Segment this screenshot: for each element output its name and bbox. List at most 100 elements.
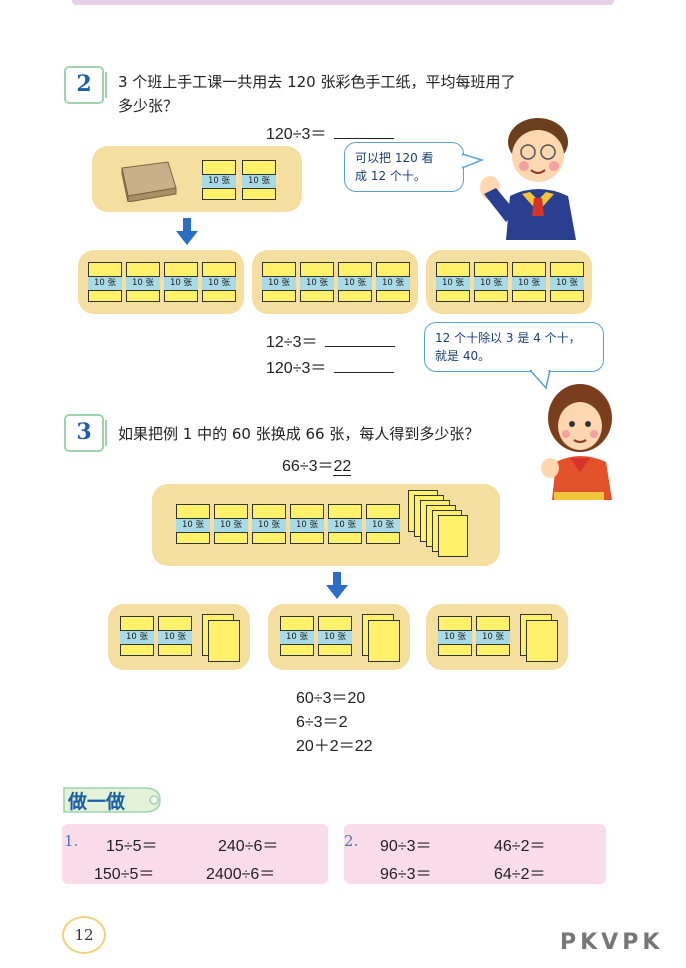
down-arrow-icon <box>176 218 198 245</box>
card-label: 10 张 <box>262 276 296 291</box>
loose-sheet <box>438 515 468 557</box>
ten-card: 10 张 <box>202 160 236 200</box>
card-label: 10 张 <box>164 276 198 291</box>
example-3-badge: 3 <box>64 414 107 452</box>
share-panel-2: 10 张 10 张 <box>268 604 410 670</box>
example-3-question: 如果把例 1 中的 60 张换成 66 张，每人得到多少张？ <box>118 425 480 443</box>
group-number: 1. <box>64 832 79 850</box>
practice-equation: 90÷3＝ <box>380 838 432 855</box>
practice-equation: 96÷3＝ <box>380 866 432 883</box>
card-label: 10 张 <box>280 630 314 645</box>
card-label: 10 张 <box>376 276 410 291</box>
ten-card: 10 张 <box>376 262 410 302</box>
calc-line-2: 6÷3＝2 <box>296 714 348 731</box>
group-panel-1: 10 张 10 张 10 张 10 张 <box>78 250 244 314</box>
card-label: 10 张 <box>476 630 510 645</box>
example-2-question-line1: 3 个班上手工课一共用去 120 张彩色手工纸，平均每班用了 <box>118 73 516 91</box>
card-label: 10 张 <box>550 276 584 291</box>
ten-card: 10 张 <box>290 504 324 544</box>
bubble-tail <box>528 370 551 390</box>
equation-answer: 22 <box>333 458 352 476</box>
card-label: 10 张 <box>126 276 160 291</box>
answer-blank <box>334 360 395 373</box>
ten-card: 10 张 <box>476 616 510 656</box>
watermark: PKVPK <box>560 930 664 955</box>
card-label: 10 张 <box>318 630 352 645</box>
ten-card: 10 张 <box>438 616 472 656</box>
paper-pack-icon <box>121 161 177 202</box>
card-label: 10 张 <box>88 276 122 291</box>
card-label: 10 张 <box>120 630 154 645</box>
practice-group-1: 1. 15÷5＝ 240÷6＝ 150÷5＝ 2400÷6＝ <box>62 824 328 884</box>
practice-group-2: 2. 90÷3＝ 46÷2＝ 96÷3＝ 64÷2＝ <box>344 824 606 884</box>
speech-bubble-boy: 可以把 120 看 成 12 个十。 <box>344 142 464 192</box>
bubble-line: 12 个十除以 3 是 4 个十， <box>435 331 581 345</box>
card-label: 10 张 <box>242 174 276 189</box>
card-label: 10 张 <box>214 518 248 533</box>
equation-text: 12÷3＝ <box>266 334 318 351</box>
ten-card: 10 张 <box>126 262 160 302</box>
group-number: 2. <box>344 832 359 850</box>
sixty-six-panel: 10 张 10 张 10 张 10 张 10 张 10 张 <box>152 484 500 566</box>
bubble-line: 可以把 120 看 <box>355 151 434 165</box>
bubble-tail <box>462 153 484 169</box>
card-label: 10 张 <box>202 174 236 189</box>
card-label: 10 张 <box>328 518 362 533</box>
ten-card: 10 张 <box>280 616 314 656</box>
speech-bubble-girl: 12 个十除以 3 是 4 个十， 就是 40。 <box>424 322 604 372</box>
ten-card: 10 张 <box>550 262 584 302</box>
equation-text: 120÷3＝ <box>266 126 327 143</box>
ten-card: 10 张 <box>242 160 276 200</box>
card-label: 10 张 <box>158 630 192 645</box>
equation-text: 120÷3＝ <box>266 360 327 377</box>
equation-text: 66÷3＝ <box>282 458 334 475</box>
practice-equation: 15÷5＝ <box>106 838 158 855</box>
ten-card: 10 张 <box>176 504 210 544</box>
ten-card: 10 张 <box>164 262 198 302</box>
loose-sheet <box>208 620 240 662</box>
ten-card: 10 张 <box>202 262 236 302</box>
girl-illustration <box>541 384 612 500</box>
practice-equation: 46÷2＝ <box>494 838 546 855</box>
bubble-line: 就是 40。 <box>435 349 491 363</box>
bubble-line: 成 12 个十。 <box>355 169 426 183</box>
share-panel-3: 10 张 10 张 <box>426 604 568 670</box>
card-label: 10 张 <box>300 276 334 291</box>
card-label: 10 张 <box>474 276 508 291</box>
example-2-badge: 2 <box>64 66 107 104</box>
ten-card: 10 张 <box>366 504 400 544</box>
calc-line-1: 60÷3＝20 <box>296 690 366 707</box>
ten-card: 10 张 <box>214 504 248 544</box>
card-label: 10 张 <box>290 518 324 533</box>
answer-blank <box>334 126 395 139</box>
card-label: 10 张 <box>252 518 286 533</box>
top-decoration-bar <box>72 0 614 5</box>
ten-card: 10 张 <box>474 262 508 302</box>
answer-blank <box>325 334 396 347</box>
ten-card: 10 张 <box>318 616 352 656</box>
card-label: 10 张 <box>438 630 472 645</box>
calc-line-3: 20＋2＝22 <box>296 738 373 755</box>
page-number: 12 <box>62 916 106 954</box>
boy-illustration <box>480 118 576 240</box>
practice-equation: 240÷6＝ <box>218 838 279 855</box>
group-panel-2: 10 张 10 张 10 张 10 张 <box>252 250 418 314</box>
example-2-top-equation: 120÷3＝ <box>266 120 395 144</box>
card-label: 10 张 <box>512 276 546 291</box>
practice-title: 做一做 <box>68 791 126 813</box>
example-2-question-line2: 多少张？ <box>118 97 179 115</box>
practice-equation: 150÷5＝ <box>94 866 155 883</box>
example-2-equation-1: 12÷3＝ <box>266 328 396 352</box>
card-label: 10 张 <box>202 276 236 291</box>
down-arrow-icon <box>326 572 348 599</box>
card-label: 10 张 <box>436 276 470 291</box>
card-label: 10 张 <box>338 276 372 291</box>
loose-sheet <box>526 620 558 662</box>
ten-card: 10 张 <box>436 262 470 302</box>
share-panel-1: 10 张 10 张 <box>108 604 250 670</box>
group-panel-3: 10 张 10 张 10 张 10 张 <box>426 250 592 314</box>
ten-card: 10 张 <box>300 262 334 302</box>
card-label: 10 张 <box>366 518 400 533</box>
ten-card: 10 张 <box>158 616 192 656</box>
ten-card: 10 张 <box>338 262 372 302</box>
